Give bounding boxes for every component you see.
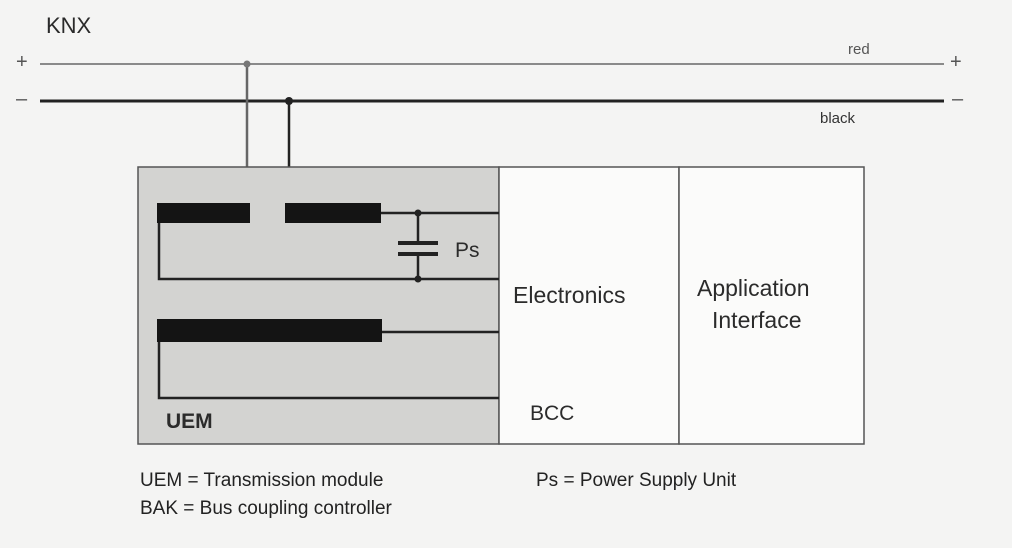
red-junction-dot [243,60,251,68]
minus-left-sign: – [16,88,28,110]
application-label-line1: Application [697,275,810,301]
knx-title: KNX [46,13,92,38]
application-interface-block [678,166,865,445]
black-wire-label: black [820,110,856,127]
red-wire-label: red [848,41,870,58]
legend-bak: BAK = Bus coupling controller [140,498,392,519]
coil-bar-left [157,203,250,223]
plus-right-sign: + [950,51,962,73]
application-label-line2: Interface [712,307,802,333]
electronics-label: Electronics [513,282,626,308]
capacitor-top-node [414,209,422,217]
legend-uem: UEM = Transmission module [140,470,384,491]
coil-bar-right [285,203,381,223]
legend-ps: Ps = Power Supply Unit [536,470,737,491]
ps-label: Ps [455,239,480,262]
black-junction-dot [285,97,293,105]
uem-label: UEM [166,410,213,433]
capacitor-bottom-node [414,275,422,283]
upper-winding-wire [157,223,499,281]
coil-bar-lower [157,319,382,342]
lower-winding-wire [157,342,499,400]
bcc-block [498,166,680,445]
bcc-label: BCC [530,402,575,425]
plus-left-sign: + [16,51,28,73]
minus-right-sign: – [952,88,964,110]
